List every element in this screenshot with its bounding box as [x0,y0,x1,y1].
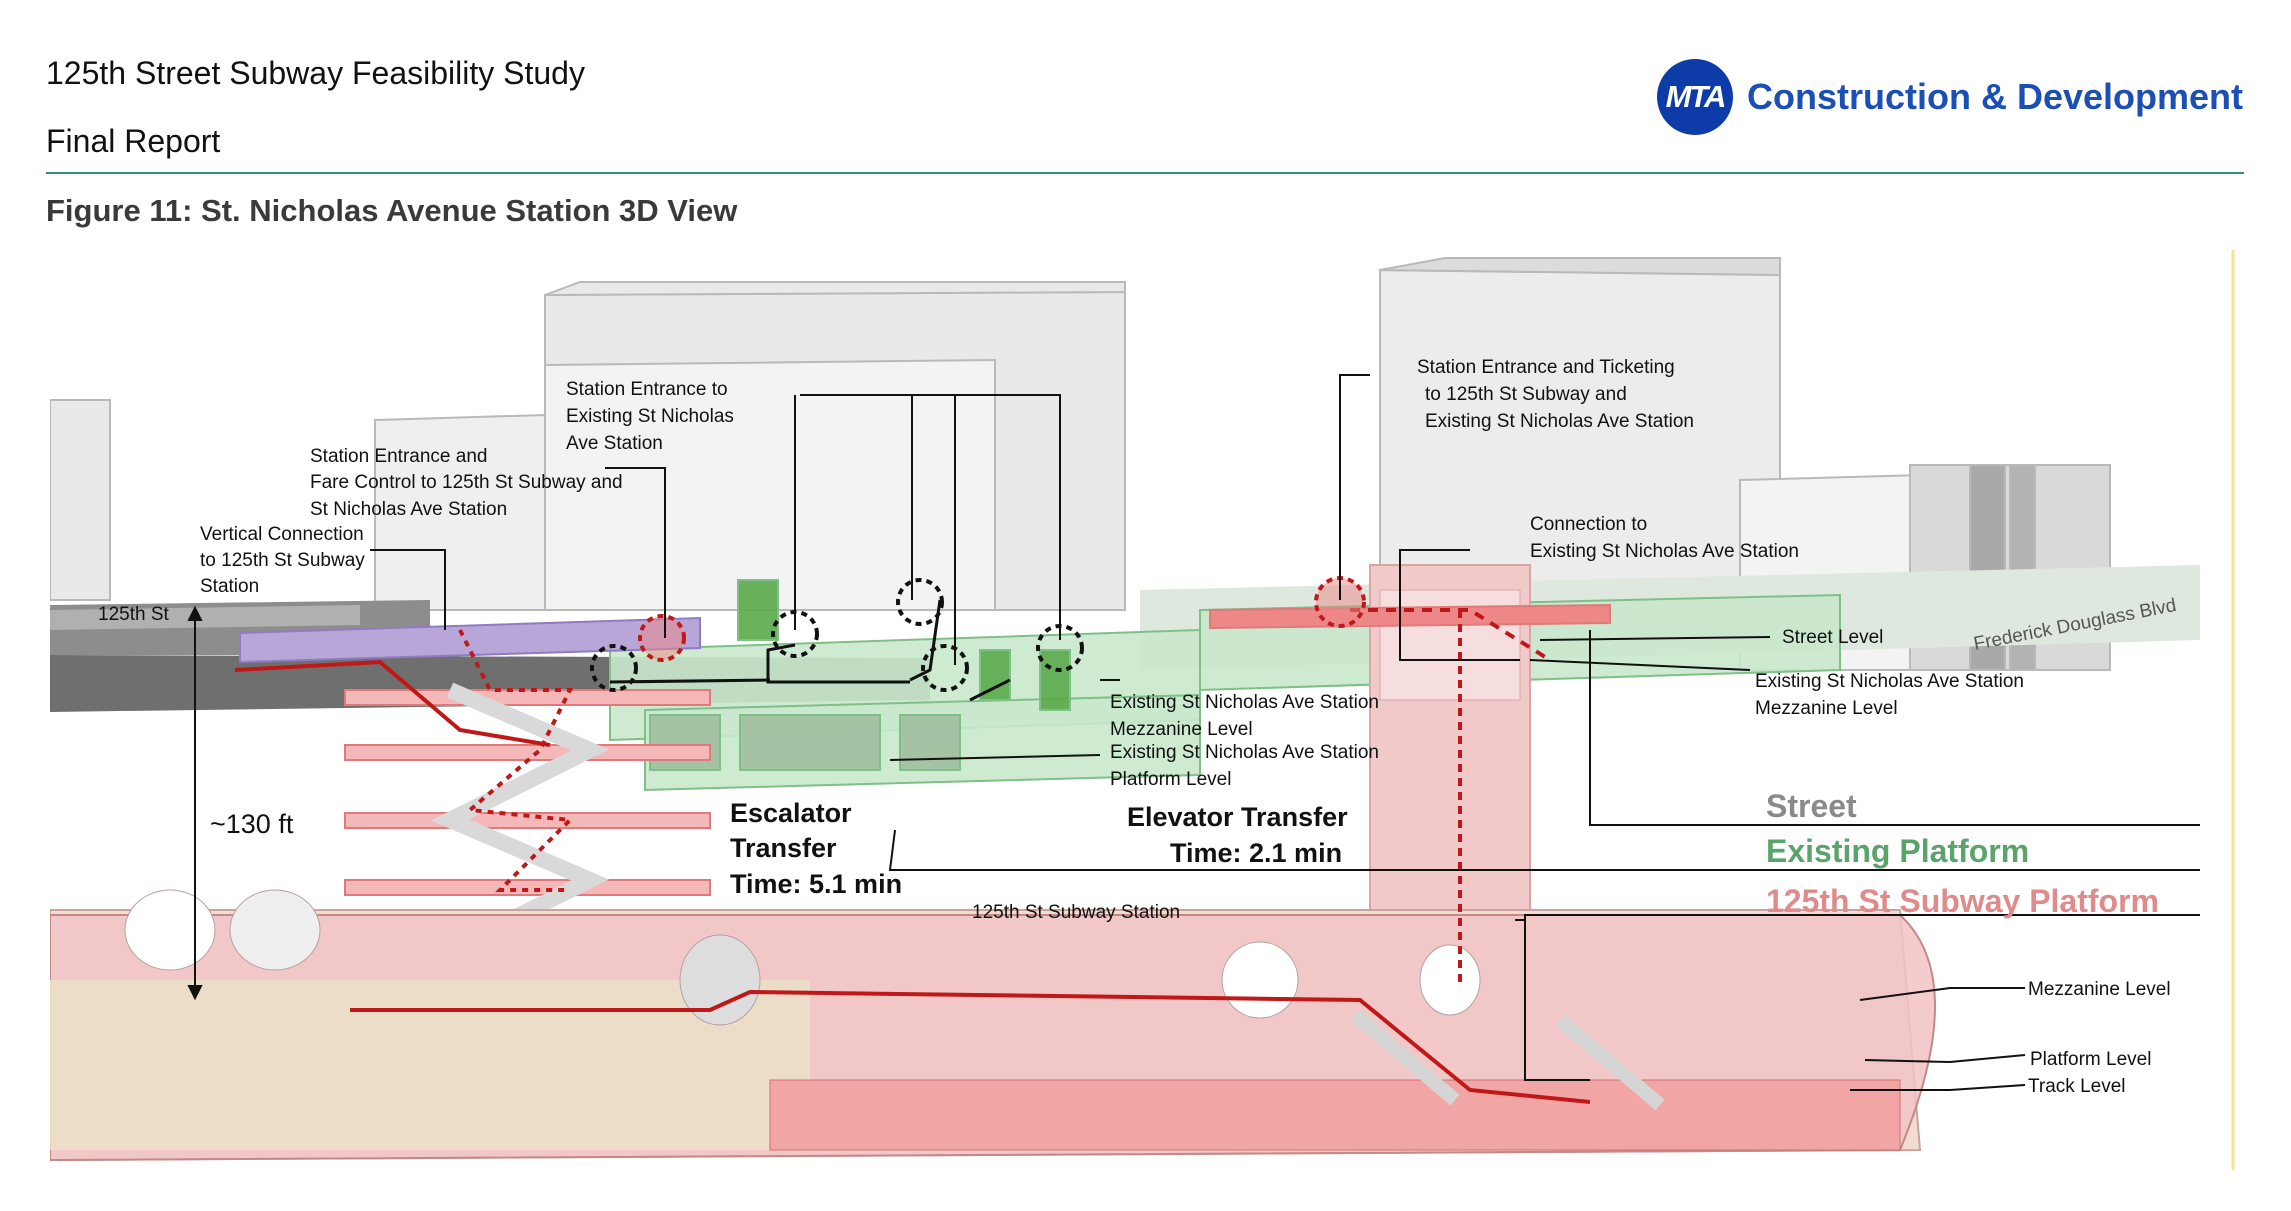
label-entrance-fare: Station Entrance and [310,446,487,467]
mta-logo-icon: MTA [1657,59,1733,135]
label-vertical-connection: to 125th St Subway [200,550,365,571]
label-street-level: Street Level [1782,627,1883,648]
label-elevator-transfer: Elevator Transfer [1127,802,1348,832]
label-ticketing: Station Entrance and Ticketing [1417,357,1675,378]
header-divider [46,172,2244,174]
label-connection: Connection to [1530,514,1647,535]
label-elevator-transfer: Time: 2.1 min [1170,838,1342,868]
entrance-markers [590,576,1366,692]
label-entrance-fare: St Nicholas Ave Station [310,499,507,520]
label-height: ~130 ft [210,809,294,839]
legend-subway-platform: 125th St Subway Platform [1766,883,2159,919]
transfer-route [234,608,1591,1104]
lower-escalators [1350,1009,1665,1111]
label-escalator-transfer: Escalator [730,798,852,828]
label-ticketing: Existing St Nicholas Ave Station [1425,411,1694,432]
label-vertical-connection: Station [200,576,259,597]
buildings [50,257,2111,671]
label-existing-platform: Existing St Nicholas Ave Station [1110,742,1379,763]
label-platform-level: Platform Level [2030,1049,2151,1070]
legend-existing-platform: Existing Platform [1766,833,2029,869]
logo-text: Construction & Development [1747,76,2244,117]
label-entrance-fare: Fare Control to 125th St Subway and [310,472,623,493]
entrance-marker [590,644,638,692]
label-existing-mezz-center: Existing St Nicholas Ave Station [1110,692,1379,713]
label-connection: Existing St Nicholas Ave Station [1530,541,1799,562]
entrance-marker [638,614,686,662]
entrance-marker [921,644,969,692]
escalator-path [430,682,610,958]
figure-caption: Figure 11: St. Nicholas Avenue Station 3… [46,193,738,228]
label-entrance-existing: Existing St Nicholas [566,406,734,427]
legend-street: Street [1766,788,1857,824]
subway-tunnel [50,889,1936,1162]
label-track-level: Track Level [2028,1076,2126,1097]
label-125th-street: 125th St [98,604,169,625]
label-subway-station: 125th St Subway Station [972,902,1180,923]
label-existing-mezz-right: Mezzanine Level [1755,698,1898,719]
report-subtitle: Final Report [46,123,221,159]
label-escalator-transfer: Time: 5.1 min [730,869,902,899]
label-escalator-transfer: Transfer [730,833,837,863]
connection-arrows [609,599,1011,702]
label-entrance-existing: Station Entrance to [566,379,728,400]
label-existing-platform: Platform Level [1110,769,1231,790]
label-existing-mezz-right: Existing St Nicholas Ave Station [1755,671,2024,692]
label-ticketing: to 125th St Subway and [1425,384,1627,405]
station-3d-view: Station Entrance to Existing St Nicholas… [50,250,2235,1170]
label-entrance-existing: Ave Station [566,433,663,454]
legend: Street Existing Platform 125th St Subway… [1766,788,2159,919]
label-existing-mezz-center: Mezzanine Level [1110,719,1253,740]
mta-logo: MTA Construction & Development [1657,59,2243,135]
label-mezzanine-level: Mezzanine Level [2028,979,2171,1000]
label-vertical-connection: Vertical Connection [200,524,364,545]
leader-lines [187,374,2200,1091]
entrance-marker [896,578,944,626]
report-title: 125th Street Subway Feasibility Study [46,55,585,91]
